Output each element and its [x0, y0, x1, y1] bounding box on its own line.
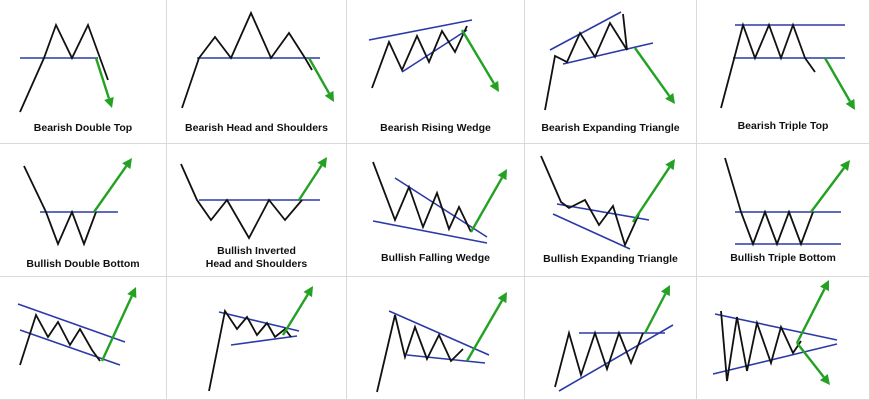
pattern-label: Bearish Expanding Triangle — [525, 122, 696, 135]
pattern-diagram — [540, 155, 675, 250]
pattern-cell-ascending-triangle — [525, 277, 697, 400]
price-path — [19, 312, 101, 366]
price-path — [376, 314, 464, 393]
pattern-diagram — [544, 11, 675, 111]
breakout-arrow-alt — [796, 342, 830, 385]
pattern-diagram — [208, 286, 313, 392]
price-path — [720, 310, 802, 382]
price-path — [720, 21, 816, 109]
trendline-2 — [562, 42, 654, 65]
price-path — [181, 10, 313, 109]
trendline-2 — [712, 343, 838, 375]
pattern-label-line: Bullish Inverted — [217, 245, 296, 257]
pattern-label: Bearish Triple Top — [697, 120, 869, 133]
price-path — [180, 163, 303, 240]
pattern-cell-bull-flag — [0, 277, 167, 400]
price-path — [544, 13, 628, 111]
trendline-1 — [549, 11, 622, 51]
trendline-2 — [230, 335, 298, 346]
pattern-cell-bullish-descending-wedge — [347, 277, 525, 400]
breakout-arrow — [643, 285, 670, 334]
pattern-diagram — [17, 287, 137, 366]
breakout-arrow — [100, 287, 137, 362]
pattern-label: Bullish Expanding Triangle — [525, 253, 696, 266]
price-path — [554, 329, 644, 388]
pattern-cell-bullish-double-bottom: Bullish Double Bottom — [0, 144, 167, 277]
pattern-label-line: Bearish Head and Shoulders — [185, 122, 328, 134]
pattern-label: Bullish Falling Wedge — [347, 252, 524, 265]
pattern-cell-bearish-head-and-shoulders: Bearish Head and Shoulders — [167, 0, 347, 144]
pattern-label: Bearish Double Top — [0, 122, 166, 135]
price-path — [724, 157, 814, 247]
breakout-arrow — [460, 29, 499, 92]
pattern-diagram — [181, 10, 334, 109]
breakout-arrow — [94, 57, 114, 108]
pattern-label-line: Bullish Triple Bottom — [730, 252, 836, 264]
pattern-label-line: Head and Shoulders — [205, 258, 308, 270]
price-path — [540, 155, 640, 248]
trendline-1 — [218, 311, 300, 332]
pattern-diagram — [720, 21, 855, 110]
trendline-1 — [368, 19, 473, 41]
pattern-cell-bullish-expanding-triangle: Bullish Expanding Triangle — [525, 144, 697, 277]
pattern-diagram — [724, 157, 850, 247]
pattern-label: Bullish Triple Bottom — [697, 252, 869, 265]
trendline-1 — [17, 303, 126, 343]
breakout-arrow — [795, 280, 829, 344]
pattern-cell-bearish-expanding-triangle: Bearish Expanding Triangle — [525, 0, 697, 144]
breakout-arrow — [93, 158, 132, 213]
pattern-diagram — [376, 292, 507, 393]
breakout-arrow — [632, 159, 675, 223]
price-path — [19, 22, 109, 113]
pattern-diagram — [368, 19, 499, 92]
pattern-diagram — [19, 22, 114, 113]
pattern-label-line: Bearish Expanding Triangle — [541, 122, 680, 134]
price-path — [23, 165, 97, 247]
breakout-arrow — [823, 57, 855, 110]
pattern-cell-bull-pennant — [167, 277, 347, 400]
pattern-diagram — [372, 161, 507, 244]
pattern-label: Bullish Double Bottom — [0, 258, 166, 271]
pattern-label-line: Bullish Double Bottom — [26, 258, 140, 270]
pattern-label-line: Bearish Double Top — [33, 122, 133, 134]
pattern-label-line: Bullish Expanding Triangle — [543, 253, 678, 265]
breakout-arrow — [634, 47, 675, 104]
pattern-label-line: Bullish Falling Wedge — [381, 252, 490, 264]
trendline-1 — [714, 313, 838, 341]
breakout-arrow — [297, 157, 327, 201]
price-path — [371, 25, 468, 89]
pattern-cell-bearish-rising-wedge: Bearish Rising Wedge — [347, 0, 525, 144]
price-path — [372, 161, 472, 233]
breakout-arrow — [465, 292, 507, 362]
trendline-2 — [406, 354, 486, 364]
breakout-arrow — [810, 160, 850, 213]
breakout-arrow — [307, 57, 334, 102]
pattern-label-line: Bearish Triple Top — [737, 120, 829, 132]
trendline-2 — [372, 220, 488, 244]
pattern-cell-bearish-double-top: Bearish Double Top — [0, 0, 167, 144]
trendline-2 — [552, 213, 631, 250]
breakout-arrow — [469, 169, 507, 233]
pattern-cell-bearish-triple-top: Bearish Triple Top — [697, 0, 870, 144]
pattern-label: Bearish Head and Shoulders — [167, 122, 346, 135]
breakout-arrow — [281, 286, 313, 336]
pattern-diagram — [554, 285, 674, 392]
pattern-diagram — [23, 158, 132, 247]
pattern-diagram — [180, 157, 327, 240]
pattern-cell-bullish-triple-bottom: Bullish Triple Bottom — [697, 144, 870, 277]
price-path — [208, 308, 292, 392]
pattern-cell-symmetrical-triangle — [697, 277, 870, 400]
trendline-2 — [558, 324, 674, 392]
pattern-diagram — [712, 280, 838, 385]
pattern-label-line: Bearish Rising Wedge — [380, 122, 491, 134]
pattern-label: Bearish Rising Wedge — [347, 122, 524, 135]
pattern-cell-bullish-falling-wedge: Bullish Falling Wedge — [347, 144, 525, 277]
